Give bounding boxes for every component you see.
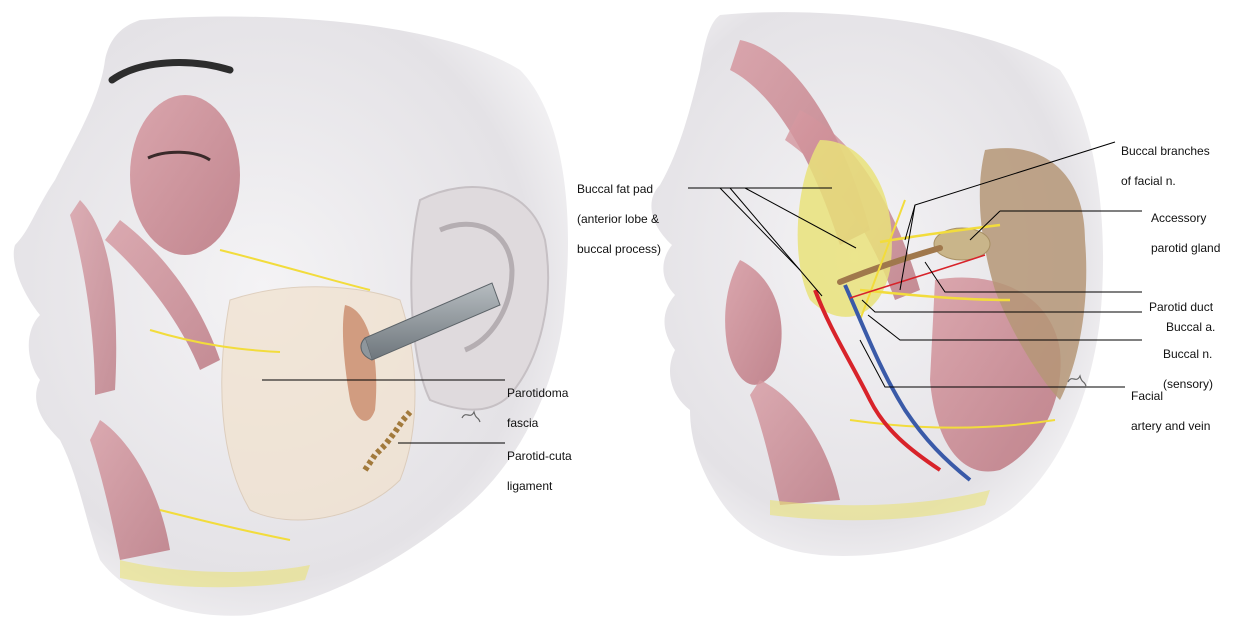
right-parotid-duct (837, 245, 943, 285)
left-nerve-3 (159, 509, 291, 541)
leader-facial-av (859, 339, 1125, 388)
left-panel-illustration (13, 16, 568, 616)
left-parotid-fascia (221, 286, 416, 521)
right-buccal-branch-2 (859, 288, 1011, 302)
leader-fatpad-b (729, 187, 823, 297)
left-depressor (90, 420, 170, 560)
right-leaders (688, 141, 1142, 388)
label-parotid-duct: Parotid duct (1149, 285, 1213, 330)
label-buccal-artery-line-1: Buccal a. (1166, 320, 1216, 334)
label-buccal-nerve-line-2: (sensory) (1163, 377, 1214, 391)
right-buccal-nerve (859, 199, 906, 321)
label-parotid-cutaneous-ligament-line-1: Parotid-cuta (507, 449, 572, 463)
label-parotid-cutaneous-ligament: Parotid-cuta ligament (507, 434, 572, 509)
label-parotid-cutaneous-ligament-line-2: ligament (507, 479, 553, 493)
label-buccal-artery: Buccal a. (1166, 305, 1215, 350)
leader-buccal-a (861, 299, 1142, 313)
left-retractor-tip (360, 337, 373, 361)
label-buccal-branches-line-2: of facial n. (1121, 174, 1176, 188)
label-facial-artery-vein-line-2: artery and vein (1131, 419, 1211, 433)
right-accessory-parotid (933, 227, 991, 261)
left-orbicularis-oculi (130, 95, 240, 255)
label-buccal-fat-pad-line-1: Buccal fat pad (577, 182, 654, 196)
left-parotid-cutaneous-ligament (362, 410, 413, 472)
left-nerve-2 (149, 329, 281, 353)
left-ear-inner (439, 221, 515, 353)
label-buccal-branches: Buccal branches of facial n. (1121, 129, 1210, 204)
left-masseter-exposed (342, 305, 377, 421)
right-panel-illustration (651, 12, 1104, 556)
label-accessory-parotid-line-1: Accessory (1151, 211, 1207, 225)
right-buccal-artery (849, 254, 986, 299)
right-orbicularis-oris (725, 260, 782, 385)
label-buccal-fat-pad: Buccal fat pad (anterior lobe & buccal p… (577, 167, 661, 272)
label-buccal-nerve-line-1: Buccal n. (1163, 347, 1213, 361)
label-buccal-branches-line-1: Buccal branches (1121, 144, 1210, 158)
label-buccal-fat-pad-line-3: buccal process) (577, 242, 662, 256)
label-facial-artery-vein: Facial artery and vein (1131, 374, 1210, 449)
leader-buccal-branches-2 (899, 204, 916, 291)
right-jaw-fat (770, 490, 990, 521)
leader-buccal-n (867, 314, 1142, 341)
right-facial-artery (813, 289, 942, 472)
left-nerve-1 (219, 249, 371, 291)
left-eye-closed (147, 150, 211, 162)
left-eyebrow (108, 59, 234, 84)
label-buccal-fat-pad-line-2: (anterior lobe & (577, 212, 660, 226)
left-artist-mark (461, 410, 481, 423)
label-accessory-parotid-line-2: parotid gland (1151, 241, 1221, 255)
label-accessory-parotid: Accessory parotid gland (1151, 196, 1220, 271)
right-facial-vein (843, 284, 972, 482)
label-parotidomasseteric-fascia-line-2: fascia (507, 416, 539, 430)
left-zygomaticus (105, 220, 220, 370)
right-depressor (750, 380, 840, 505)
label-facial-artery-vein-line-1: Facial (1131, 389, 1164, 403)
label-buccal-nerve: Buccal n. (sensory) (1163, 332, 1213, 407)
leader-fatpad-a (719, 187, 801, 271)
label-parotid-duct-line-1: Parotid duct (1149, 300, 1214, 314)
left-jaw-fat (120, 560, 310, 588)
right-artist-mark (1067, 374, 1087, 387)
label-parotidomasseteric-fascia: Parotidoma fascia (507, 371, 568, 446)
leader-fatpad-c (744, 187, 857, 249)
right-marginal-nerve (849, 419, 1056, 429)
right-buccal-branch-1 (879, 223, 1001, 244)
leader-accessory-2 (969, 210, 1001, 241)
leader-parotid-duct (924, 261, 1142, 293)
left-nasalis (70, 200, 117, 395)
label-parotidomasseteric-fascia-line-1: Parotidoma (507, 386, 569, 400)
